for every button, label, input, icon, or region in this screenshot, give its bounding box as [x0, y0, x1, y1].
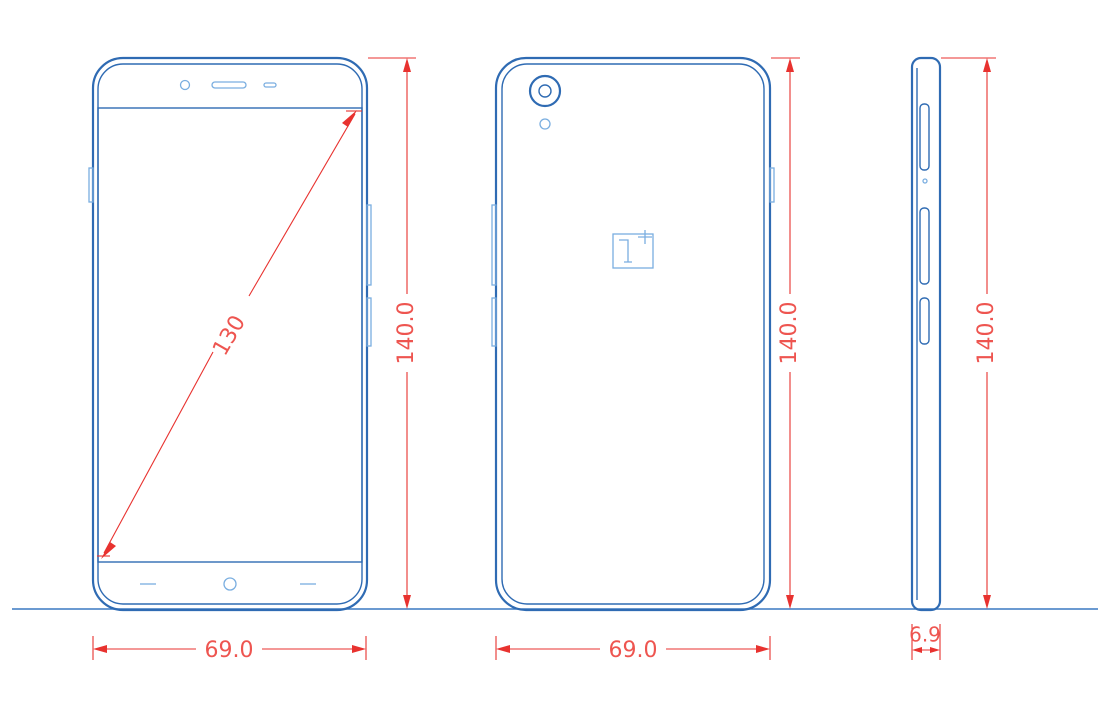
home-button-icon — [223, 577, 237, 591]
back-width-arrow-right — [756, 645, 770, 653]
front-height-label: 140.0 — [394, 302, 419, 365]
front-right-lower-key — [366, 297, 372, 347]
back-width-arrow-left — [496, 645, 510, 653]
back-width-label: 69.0 — [609, 638, 658, 663]
diagonal-dimension-line-a — [103, 351, 214, 554]
side-sim-tray — [919, 103, 930, 171]
back-height-arrow-bottom — [786, 595, 794, 609]
side-height-arrow-bottom — [983, 595, 991, 609]
side-volume-key — [919, 207, 930, 285]
front-screen — [97, 107, 363, 563]
diagonal-dimension-line-b — [248, 113, 356, 297]
side-thickness-label: 6.9 — [909, 623, 941, 647]
rear-camera-outer-icon — [528, 74, 562, 108]
back-body-inner — [501, 63, 765, 605]
back-left-lower-key — [491, 297, 497, 347]
side-view: 140.0 6.9 — [909, 56, 999, 660]
side-height-label: 140.0 — [974, 302, 999, 365]
front-width-arrow-right — [352, 645, 366, 653]
rear-flash-icon — [539, 118, 551, 130]
proximity-sensor-icon — [263, 82, 277, 88]
front-left-side-key — [88, 167, 94, 203]
side-thickness-arrow-right — [930, 647, 940, 653]
earpiece-icon — [211, 81, 247, 89]
front-height-arrow-top — [403, 58, 411, 72]
back-view: 140.0 69.0 — [491, 56, 802, 663]
front-camera-icon — [179, 79, 191, 91]
back-height-arrow-top — [786, 58, 794, 72]
diagonal-arrow-bottom — [101, 542, 116, 559]
diagonal-label: 130 — [208, 311, 251, 360]
side-tray-pin-icon — [922, 178, 928, 184]
diagonal-arrow-top — [342, 110, 357, 127]
back-right-side-key — [769, 167, 775, 203]
back-height-label: 140.0 — [777, 302, 802, 365]
back-left-upper-key — [491, 204, 497, 286]
front-right-upper-key — [366, 204, 372, 286]
front-view: 130 140.0 69.0 — [88, 56, 419, 663]
side-power-key — [919, 297, 930, 345]
oneplus-logo-icon — [612, 230, 654, 269]
rear-camera-lens-icon — [538, 84, 552, 98]
side-height-arrow-top — [983, 58, 991, 72]
front-width-label: 69.0 — [205, 638, 254, 663]
side-thickness-arrow-left — [912, 647, 922, 653]
side-body-outer — [910, 56, 942, 612]
back-body-outer — [494, 56, 772, 612]
front-width-arrow-left — [93, 645, 107, 653]
front-height-arrow-bottom — [403, 595, 411, 609]
